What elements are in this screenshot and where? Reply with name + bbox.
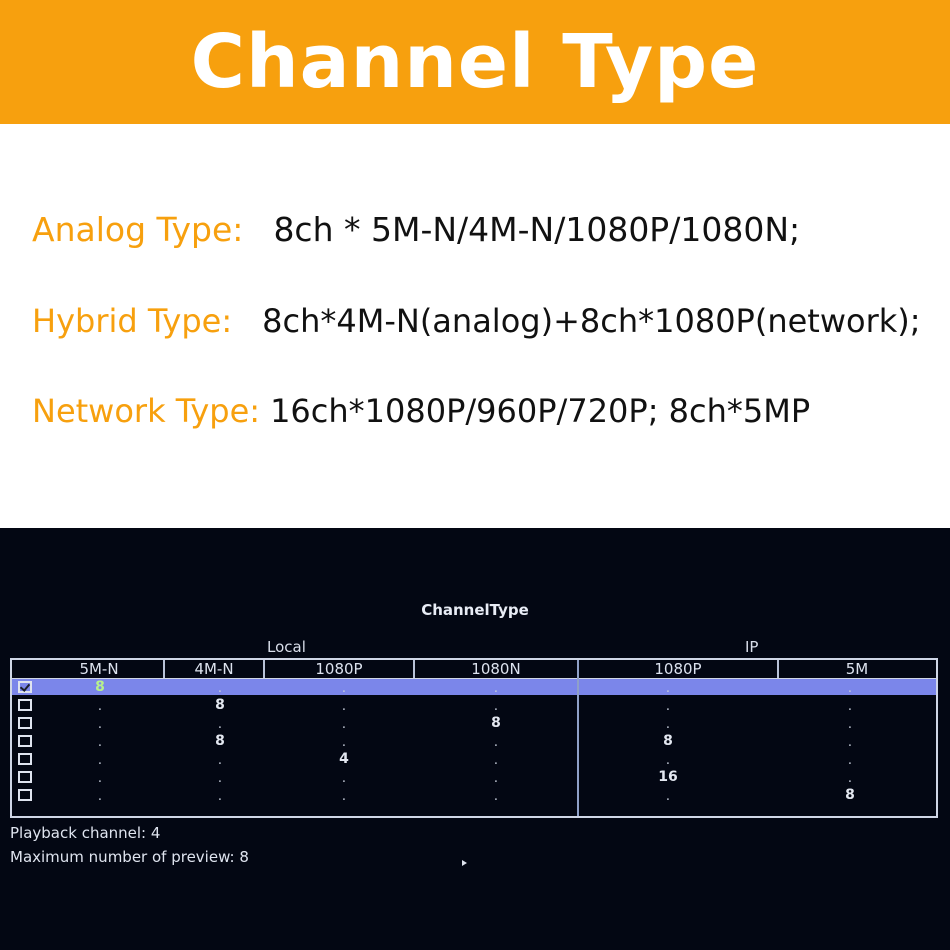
column-separator <box>263 660 265 678</box>
channel-cell-r4-c4[interactable]: . <box>665 753 671 768</box>
max-preview-text: Maximum number of preview: 8 <box>10 848 249 866</box>
channel-cell-r2-c5[interactable]: . <box>847 717 853 732</box>
row-checkbox-2[interactable] <box>18 717 32 729</box>
channel-cell-r5-c3[interactable]: . <box>493 771 499 786</box>
column-header-5m-5: 5M <box>845 660 869 678</box>
channel-cell-r3-c2[interactable]: . <box>341 735 347 750</box>
channel-cell-r6-c0[interactable]: . <box>97 789 103 804</box>
channel-cell-r2-c3[interactable]: 8 <box>491 715 501 731</box>
spec-network-value: 16ch*1080P/960P/720P; 8ch*5MP <box>270 392 811 430</box>
channel-cell-r0-c4[interactable]: . <box>665 681 671 696</box>
banner-title: Channel Type <box>190 19 760 105</box>
group-local-label: Local <box>267 638 306 656</box>
column-separator <box>413 660 415 678</box>
row-checkbox-6[interactable] <box>18 789 32 801</box>
channel-cell-r6-c4[interactable]: . <box>665 789 671 804</box>
channel-cell-r0-c5[interactable]: . <box>847 681 853 696</box>
row-checkbox-5[interactable] <box>18 771 32 783</box>
channel-cell-r1-c3[interactable]: . <box>493 699 499 714</box>
spec-hybrid-label: Hybrid Type: <box>32 302 233 340</box>
channel-cell-r2-c1[interactable]: . <box>217 717 223 732</box>
column-header-1080p-4: 1080P <box>654 660 702 678</box>
channel-cell-r3-c3[interactable]: . <box>493 735 499 750</box>
spec-analog-value: 8ch * 5M-N/4M-N/1080P/1080N; <box>273 210 801 249</box>
spec-network-label: Network Type: <box>32 392 261 430</box>
channel-cell-r6-c1[interactable]: . <box>217 789 223 804</box>
column-separator <box>163 660 165 678</box>
channel-cell-r2-c2[interactable]: . <box>341 717 347 732</box>
column-header-4m-n-1: 4M-N <box>194 660 234 678</box>
spec-analog: Analog Type: 8ch * 5M-N/4M-N/1080P/1080N; <box>32 210 800 249</box>
channel-cell-r6-c2[interactable]: . <box>341 789 347 804</box>
channel-cell-r3-c5[interactable]: . <box>847 735 853 750</box>
mouse-cursor-icon <box>462 860 467 866</box>
column-header-5m-n-0: 5M-N <box>79 660 119 678</box>
row-checkbox-3[interactable] <box>18 735 32 747</box>
channel-cell-r3-c4[interactable]: 8 <box>663 733 673 749</box>
channel-cell-r4-c1[interactable]: . <box>217 753 223 768</box>
column-header-1080n-3: 1080N <box>471 660 521 678</box>
dvr-screen: ChannelType Local IP 5M-N 4M-N 1080P 1080N 1… <box>0 528 950 950</box>
channel-cell-r6-c5[interactable]: 8 <box>845 787 855 803</box>
channel-cell-r2-c4[interactable]: . <box>665 717 671 732</box>
channel-cell-r1-c5[interactable]: . <box>847 699 853 714</box>
channel-cell-r5-c0[interactable]: . <box>97 771 103 786</box>
row-checkbox-1[interactable] <box>18 699 32 711</box>
spec-hybrid: Hybrid Type: 8ch*4M-N(analog)+8ch*1080P(n… <box>32 302 921 340</box>
channel-type-title: ChannelType <box>421 601 529 619</box>
channel-cell-r4-c2[interactable]: 4 <box>339 751 349 767</box>
header-divider <box>12 678 936 679</box>
channel-cell-r1-c0[interactable]: . <box>97 699 103 714</box>
playback-channel-text: Playback channel: 4 <box>10 824 161 842</box>
channel-cell-r3-c0[interactable]: . <box>97 735 103 750</box>
channel-cell-r4-c0[interactable]: . <box>97 753 103 768</box>
spec-analog-label: Analog Type: <box>32 210 244 249</box>
channel-cell-r5-c4[interactable]: 16 <box>658 769 678 785</box>
column-separator <box>777 660 779 678</box>
channel-cell-r0-c0[interactable]: 8 <box>95 679 105 695</box>
channel-cell-r5-c2[interactable]: . <box>341 771 347 786</box>
channel-cell-r0-c2[interactable]: . <box>341 681 347 696</box>
channel-cell-r1-c2[interactable]: . <box>341 699 347 714</box>
title-banner: Channel Type <box>0 0 950 124</box>
channel-cell-r4-c3[interactable]: . <box>493 753 499 768</box>
channel-cell-r4-c5[interactable]: . <box>847 753 853 768</box>
channel-cell-r1-c1[interactable]: 8 <box>215 697 225 713</box>
channel-cell-r3-c1[interactable]: 8 <box>215 733 225 749</box>
channel-cell-r5-c5[interactable]: . <box>847 771 853 786</box>
group-ip-label: IP <box>745 638 759 656</box>
row-checkbox-4[interactable] <box>18 753 32 765</box>
channel-cell-r5-c1[interactable]: . <box>217 771 223 786</box>
local-ip-divider <box>577 660 579 816</box>
spec-network: Network Type:16ch*1080P/960P/720P; 8ch*5… <box>32 392 810 430</box>
spec-hybrid-value: 8ch*4M-N(analog)+8ch*1080P(network); <box>262 302 921 340</box>
channel-cell-r1-c4[interactable]: . <box>665 699 671 714</box>
channel-cell-r2-c0[interactable]: . <box>97 717 103 732</box>
column-header-1080p-2: 1080P <box>315 660 363 678</box>
channel-cell-r6-c3[interactable]: . <box>493 789 499 804</box>
channel-cell-r0-c1[interactable]: . <box>217 681 223 696</box>
selected-row-highlight <box>12 679 936 695</box>
channel-cell-r0-c3[interactable]: . <box>493 681 499 696</box>
row-checkbox-0[interactable] <box>18 681 32 693</box>
